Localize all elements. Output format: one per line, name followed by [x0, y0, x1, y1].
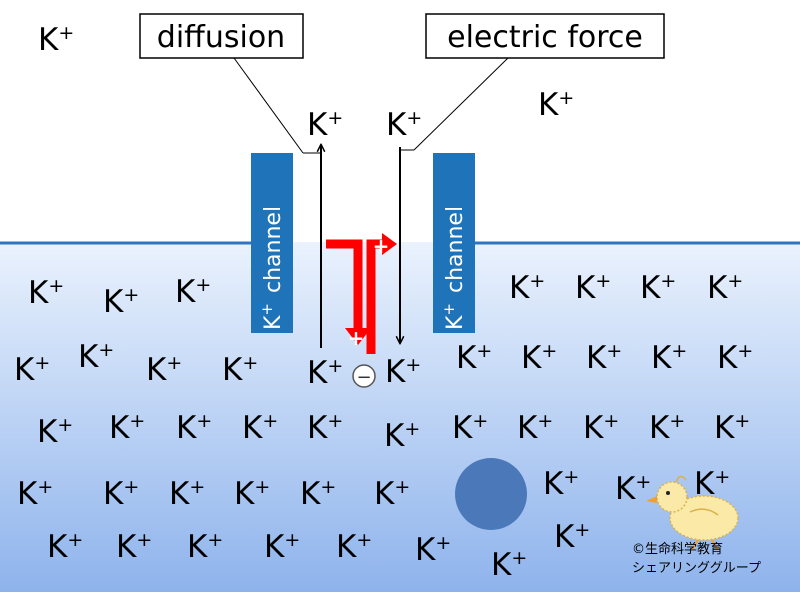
potassium-ion-label: K+ — [234, 476, 270, 512]
potassium-ion-label: K+ — [175, 274, 211, 310]
potassium-ion-label: K+ — [521, 340, 557, 376]
copyright-line-2: シェアリンググループ — [632, 561, 761, 576]
potassium-ion-label: K+ — [103, 476, 139, 512]
channel-left: K+channel — [251, 153, 293, 333]
potassium-ion-label: K+ — [37, 414, 73, 450]
potassium-ion-label: K+ — [649, 410, 685, 446]
potassium-ion-label: K+ — [307, 410, 343, 446]
potassium-ion-label: K+ — [456, 340, 492, 376]
potassium-ion-label: K+ — [300, 476, 336, 512]
potassium-ion-label: K+ — [543, 466, 579, 502]
potassium-ion-label: K+ — [651, 340, 687, 376]
potassium-ions: K+K+K+K+K+K+K+K+K+K+K+K+K+K+K+K+K+K+K+K+… — [14, 22, 753, 583]
potassium-ion-label: K+ — [28, 275, 64, 311]
potassium-ion-label: K+ — [146, 352, 182, 388]
potassium-ion-label: K+ — [554, 519, 590, 555]
potassium-ion-label: K+ — [538, 87, 574, 123]
potassium-ion-label: K+ — [694, 466, 730, 502]
plus-charge-top: + — [373, 234, 390, 258]
potassium-ion-label: K+ — [307, 107, 343, 143]
diffusion-label-box: diffusion — [139, 13, 304, 59]
potassium-ion-label: K+ — [586, 340, 622, 376]
potassium-ion-label: K+ — [374, 476, 410, 512]
potassium-ion-label: K+ — [103, 284, 139, 320]
potassium-ion-label: K+ — [517, 410, 553, 446]
potassium-ion-label: K+ — [17, 476, 53, 512]
potassium-ion-label: K+ — [169, 476, 205, 512]
electric-force-label-box: electric force — [425, 13, 665, 59]
potassium-ion-label: K+ — [242, 410, 278, 446]
potassium-ion-label: K+ — [38, 22, 74, 58]
potassium-ion-label: K+ — [336, 529, 372, 565]
potassium-ion-label: K+ — [583, 410, 619, 446]
potassium-ion-label: K+ — [509, 270, 545, 306]
potassium-ion-label: K+ — [615, 471, 651, 507]
large-circle — [455, 458, 527, 530]
electric-force-label: electric force — [447, 20, 643, 55]
potassium-ion-label: K+ — [187, 529, 223, 565]
plus-charge-bottom: + — [348, 326, 365, 350]
potassium-ion-label: K+ — [717, 340, 753, 376]
negative-charge-sign: − — [356, 367, 371, 388]
potassium-ion-label: K+ — [116, 529, 152, 565]
channel-left-label: K+channel — [258, 206, 286, 330]
potassium-ion-label: K+ — [491, 547, 527, 583]
diffusion-label: diffusion — [157, 20, 285, 55]
potassium-ion-label: K+ — [385, 354, 421, 390]
channel-right-label: K+channel — [440, 206, 468, 330]
potassium-ion-label: K+ — [714, 410, 750, 446]
potassium-ion-label: K+ — [452, 410, 488, 446]
diffusion-leader-line — [233, 57, 304, 154]
potassium-ion-label: K+ — [384, 418, 420, 454]
potassium-ion-label: K+ — [264, 529, 300, 565]
negative-charge: − — [352, 364, 376, 388]
potassium-ion-label: K+ — [47, 529, 83, 565]
potassium-ion-label: K+ — [222, 352, 258, 388]
potassium-ion-label: K+ — [575, 270, 611, 306]
potassium-ion-label: K+ — [14, 352, 50, 388]
copyright-line-1: ©生命科学教育 — [632, 541, 723, 557]
current-arrow: + + — [326, 233, 397, 354]
channel-right: K+channel — [433, 153, 475, 333]
potassium-ion-label: K+ — [176, 410, 212, 446]
chick-mascot-icon — [646, 475, 739, 551]
potassium-ion-label: K+ — [707, 270, 743, 306]
potassium-ion-label: K+ — [386, 107, 422, 143]
potassium-ion-label: K+ — [78, 339, 114, 375]
electric-force-leader-line — [413, 57, 509, 151]
potassium-ion-label: K+ — [109, 410, 145, 446]
potassium-ion-label: K+ — [640, 270, 676, 306]
potassium-ion-label: K+ — [415, 532, 451, 568]
potassium-ion-label: K+ — [307, 355, 343, 391]
